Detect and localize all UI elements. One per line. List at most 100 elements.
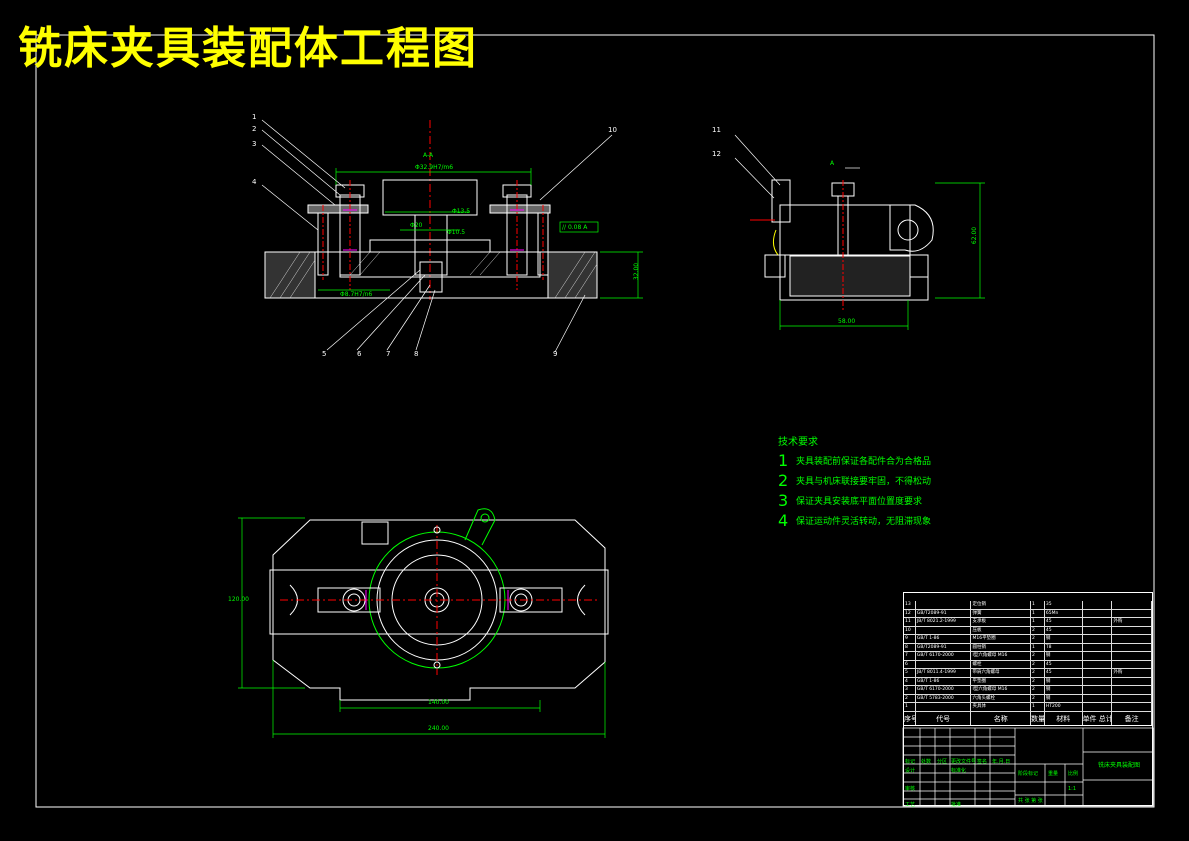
plan-view (269, 508, 609, 701)
dim-plan-mid: 140.00 (428, 699, 449, 706)
bom-cell (1083, 652, 1113, 660)
tb-cell-standard: 标准化 (951, 768, 967, 774)
dim-front-left: Φ20 (410, 222, 423, 229)
balloon-1: 1 (252, 113, 257, 121)
bom-cell: GB/T 1-86 (916, 677, 972, 685)
bom-cell (1112, 643, 1152, 651)
balloon-10: 10 (608, 126, 617, 134)
dim-side-width: 58.00 (838, 318, 856, 325)
bom-cell: 8 (904, 643, 916, 651)
bom-cell: 4 (904, 677, 916, 685)
tb-cell-review: 审核 (905, 786, 916, 792)
bom-cell: 压板 (971, 626, 1031, 634)
bom-header: 序号代号名称数量材料单件 总计 重量备注 (904, 712, 1152, 726)
bom-cell: JB/T 8011.4-1999 (916, 669, 972, 677)
bom-cell: 2 (1031, 686, 1045, 694)
bom-cell: 螺栓 (971, 660, 1031, 668)
bom-cell (1112, 635, 1152, 643)
bom-cell (1083, 660, 1113, 668)
bom-cell: 10 (904, 626, 916, 634)
bom-cell (1083, 601, 1113, 609)
bom-cell (1083, 694, 1113, 702)
bom-cell (1083, 703, 1113, 711)
bom-cell: 钢 (1045, 635, 1083, 643)
bom-cell: 支承板 (971, 618, 1031, 626)
drawing-frame (35, 34, 1155, 808)
bom-header-cell: 备注 (1112, 712, 1152, 725)
side-leader-lines (734, 134, 860, 301)
bom-cell: 六角头螺栓 (971, 694, 1031, 702)
bom-cell: GB/T 6170-2000 (916, 686, 972, 694)
bom-cell (1112, 652, 1152, 660)
front-dimension-lines (318, 168, 643, 299)
dim-side-height: 62.00 (971, 226, 979, 245)
bom-cell: 9 (904, 635, 916, 643)
bom-cell (916, 601, 972, 609)
tech-requirements-header: 技术要求 (778, 437, 818, 448)
bom-cell: 65Mn (1045, 609, 1083, 617)
bom-cell (1083, 609, 1113, 617)
bom-cell: GB/T2089-91 (916, 643, 972, 651)
bom-cell: 弹簧 (971, 609, 1031, 617)
bom-cell: 定位销 (971, 601, 1031, 609)
bom-cell: 45 (1045, 626, 1083, 634)
bom-cell: GB/T 5783-2000 (916, 694, 972, 702)
tb-cell-weight: 重量 (1048, 771, 1059, 777)
bom-cell: M16平垫圈 (971, 635, 1031, 643)
bom-cell: 圆柱销 (971, 643, 1031, 651)
dim-front-top: Φ32.9H7/m6 (415, 164, 454, 171)
bom-cell: HT200 (1045, 703, 1083, 711)
bom-cell: 平垫圈 (971, 677, 1031, 685)
bom-cell: 1 (1031, 609, 1045, 617)
bom-cell (916, 703, 972, 711)
bom-cell: 外购 (1112, 669, 1152, 677)
tb-cell-scale-value: 1:1 (1068, 786, 1077, 792)
bom-cell: 11 (904, 618, 916, 626)
tb-cell-date: 年.月.日 (992, 759, 1011, 765)
bom-cell (1083, 686, 1113, 694)
bom-cell (1083, 643, 1113, 651)
tb-cell-approve: 批准 (951, 802, 962, 808)
dim-front-tol: // 0.08 A (562, 224, 588, 231)
balloon-8: 8 (414, 350, 419, 358)
bom-header-cell: 序号 (904, 712, 916, 725)
bom-cell: 钢 (1045, 694, 1083, 702)
tb-cell-count: 处数 (921, 759, 932, 765)
bom-cell (1112, 703, 1152, 711)
bom-cell: T8 (1045, 643, 1083, 651)
bom-cell: 1 (1031, 643, 1045, 651)
side-view (750, 179, 934, 310)
bom-cell: 钢 (1045, 686, 1083, 694)
bom-cell: 2 (1031, 694, 1045, 702)
bom-header-cell: 数量 (1031, 712, 1045, 725)
dim-plan-total: 240.00 (428, 725, 449, 732)
balloon-3: 3 (252, 140, 257, 148)
bom-cell: 1 (1031, 703, 1045, 711)
bom-cell: 45 (1045, 618, 1083, 626)
dim-side-label-a: A (830, 160, 835, 167)
dim-front-height: 32.00 (633, 262, 641, 281)
tb-cell-change: 更改文件号 (951, 759, 977, 765)
dim-plan-height: 120.00 (228, 596, 249, 603)
plan-dimension-lines (238, 517, 606, 738)
tb-cell-process: 工艺 (905, 802, 916, 808)
bom-cell (1083, 618, 1113, 626)
bom-cell: 3 (904, 686, 916, 694)
balloon-12: 12 (712, 150, 721, 158)
bom-cell: 7 (904, 652, 916, 660)
bom-cell: 13 (904, 601, 916, 609)
tb-cell-sign: 签名 (977, 759, 988, 765)
